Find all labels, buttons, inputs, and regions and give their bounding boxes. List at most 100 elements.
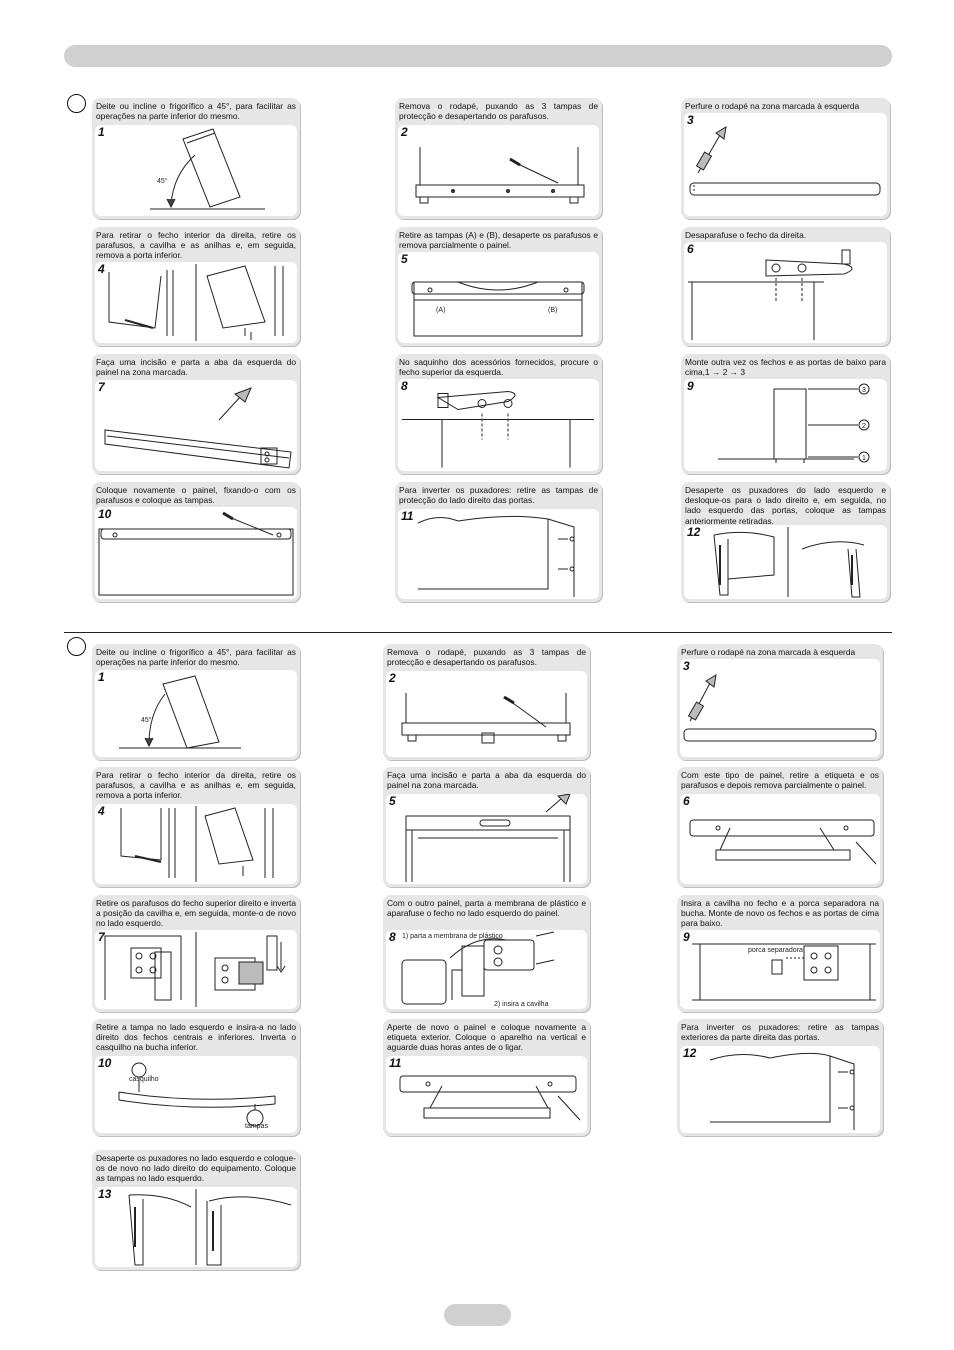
step-caption: Insira a cavilha no fecho e a porca sepa… <box>681 898 879 929</box>
hinge-fit-drawing: 1) parta a membrana de plástico 2) insir… <box>386 930 587 1009</box>
step-illustration: 10 casquilho tampas <box>95 1056 297 1133</box>
step-card: Deite ou incline o frigorífico a 45°, pa… <box>92 98 300 219</box>
step-caption: Para inverter os puxadores: retire as ta… <box>681 1022 879 1042</box>
step-illustration: 3 <box>684 113 887 216</box>
angle-label: 45° <box>141 716 152 724</box>
handle-transfer-drawing <box>684 525 887 599</box>
header-bar <box>64 45 892 67</box>
door-removal-drawing <box>95 262 297 343</box>
step-caption: Deite ou incline o frigorífico a 45°, pa… <box>96 647 296 667</box>
label-removal-drawing <box>680 794 880 884</box>
step-caption: Retire as tampas (A) e (B), desaperte os… <box>399 230 598 250</box>
step-card: Aperte de novo o painel e coloque novame… <box>383 1019 590 1136</box>
door-reassembly-drawing: 3 2 1 <box>684 379 887 471</box>
step-illustration: 9 porca separadora <box>680 930 880 1009</box>
step-card: Faça uma incisão e parta a aba da esquer… <box>383 767 590 887</box>
step-card: Com este tipo de painel, retire a etique… <box>677 767 883 887</box>
step-illustration: 3 <box>680 659 880 757</box>
step-illustration: 12 <box>684 525 887 599</box>
marker-1: 1 <box>862 455 866 462</box>
step-caption: Coloque novamente o painel, fixando-o co… <box>96 485 296 505</box>
step-caption: Remova o rodapé, puxando as 3 tampas de … <box>387 647 586 667</box>
step-caption: Desaperte os puxadores do lado esquerdo … <box>685 485 886 526</box>
plinth-perforation-drawing <box>680 659 880 757</box>
step-illustration: 9 3 2 1 <box>684 379 887 471</box>
step-caption: Deite ou incline o frigorífico a 45°, pa… <box>96 101 296 121</box>
step-card: Para retirar o fecho interior da direita… <box>92 767 300 887</box>
pin-label: 2) insira a cavilha <box>494 1001 549 1008</box>
step-illustration: 7 <box>95 380 297 471</box>
step-card: Para retirar o fecho interior da direita… <box>92 227 300 346</box>
cover-a-label: (A) <box>436 307 445 314</box>
step-caption: Perfure o rodapé na zona marcada à esque… <box>681 647 879 657</box>
step-caption: Para inverter os puxadores: retire as ta… <box>399 485 598 505</box>
step-illustration: 6 <box>680 794 880 884</box>
step-card: Remova o rodapé, puxando as 3 tampas de … <box>383 644 590 760</box>
step-caption: Para retirar o fecho interior da direita… <box>96 770 296 801</box>
step-card: Retire a tampa no lado esquerdo e insira… <box>92 1019 300 1136</box>
step-card: Insira a cavilha no fecho e a porca sepa… <box>677 895 883 1012</box>
step-caption: Faça uma incisão e parta a aba da esquer… <box>387 770 586 790</box>
step-caption: Aperte de novo o painel e coloque novame… <box>387 1022 586 1053</box>
hinge-unscrew-drawing <box>684 242 887 343</box>
step-caption: Remova o rodapé, puxando as 3 tampas de … <box>399 101 598 121</box>
step-illustration: 8 1) parta a membrana de plástico 2) ins… <box>386 930 587 1009</box>
step-caption: Com o outro painel, parta a membrana de … <box>387 898 586 918</box>
step-caption: No saquinho dos acessórios fornecidos, p… <box>399 357 598 377</box>
step-card: Coloque novamente o painel, fixando-o co… <box>92 482 300 602</box>
cover-transfer-drawing: casquilho tampas <box>95 1056 297 1133</box>
step-illustration: 11 <box>386 1056 587 1133</box>
step-card: Deite ou incline o frigorífico a 45°, pa… <box>92 644 300 760</box>
angle-label: 45° <box>157 177 168 185</box>
spacer-nut-drawing: porca separadora <box>680 930 880 1009</box>
tilted-fridge-drawing: 45° <box>95 125 297 216</box>
step-illustration: 4 <box>95 262 297 343</box>
step-caption: Retire os parafusos do fecho superior di… <box>96 898 296 929</box>
section-divider <box>64 632 892 633</box>
spacer-nut-label: porca separadora <box>748 947 803 954</box>
step-card: Desaperte os puxadores no lado esquerdo … <box>92 1150 300 1270</box>
step-card: Retire as tampas (A) e (B), desaperte os… <box>395 227 602 346</box>
step-illustration: 6 <box>684 242 887 343</box>
cover-b-label: (B) <box>548 307 557 314</box>
step-card: Para inverter os puxadores: retire as ta… <box>677 1019 883 1136</box>
plinth-perforation-drawing <box>684 113 887 216</box>
step-caption: Desaparafuse o fecho da direita. <box>685 230 886 240</box>
hinge-reverse-drawing <box>95 930 297 1009</box>
step-card: Desaparafuse o fecho da direita. 6 <box>681 227 890 346</box>
handle-transfer-drawing <box>95 1187 297 1267</box>
step-caption: Desaperte os puxadores no lado esquerdo … <box>96 1153 296 1184</box>
section-a-marker <box>67 94 86 113</box>
step-illustration: 4 <box>95 804 297 884</box>
step-card: Faça uma incisão e parta a aba da esquer… <box>92 354 300 474</box>
step-illustration: 5 (A) (B) <box>398 252 599 343</box>
step-card: Perfure o rodapé na zona marcada à esque… <box>677 644 883 760</box>
step-illustration: 10 <box>95 507 297 599</box>
section-b-marker <box>67 637 86 656</box>
step-caption: Perfure o rodapé na zona marcada à esque… <box>685 101 886 111</box>
handle-covers-drawing <box>680 1046 880 1133</box>
step-illustration: 5 <box>386 794 587 884</box>
step-card: Para inverter os puxadores: retire as ta… <box>395 482 602 602</box>
tilted-fridge-drawing: 45° <box>95 670 297 757</box>
step-illustration: 11 <box>398 509 599 599</box>
panel-cut-drawing <box>386 794 587 884</box>
step-caption: Retire a tampa no lado esquerdo e insira… <box>96 1022 296 1053</box>
step-card: Perfure o rodapé na zona marcada à esque… <box>681 98 890 219</box>
step-card: Desaperte os puxadores do lado esquerdo … <box>681 482 890 602</box>
step-caption: Faça uma incisão e parta a aba da esquer… <box>96 357 296 377</box>
step-illustration: 1 45° <box>95 125 297 216</box>
step-card: Retire os parafusos do fecho superior di… <box>92 895 300 1012</box>
step-illustration: 2 <box>398 125 599 216</box>
step-card: No saquinho dos acessórios fornecidos, p… <box>395 354 602 474</box>
step-card: Com o outro painel, parta a membrana de … <box>383 895 590 1012</box>
step-card: Remova o rodapé, puxando as 3 tampas de … <box>395 98 602 219</box>
step-illustration: 7 <box>95 930 297 1009</box>
step-illustration: 13 <box>95 1187 297 1267</box>
plinth-removal-drawing <box>398 125 599 216</box>
step-caption: Monte outra vez os fechos e as portas de… <box>685 357 886 377</box>
step-card: Monte outra vez os fechos e as portas de… <box>681 354 890 474</box>
panel-cut-drawing <box>95 380 297 471</box>
marker-2: 2 <box>862 423 866 430</box>
step-illustration: 2 <box>386 671 587 757</box>
